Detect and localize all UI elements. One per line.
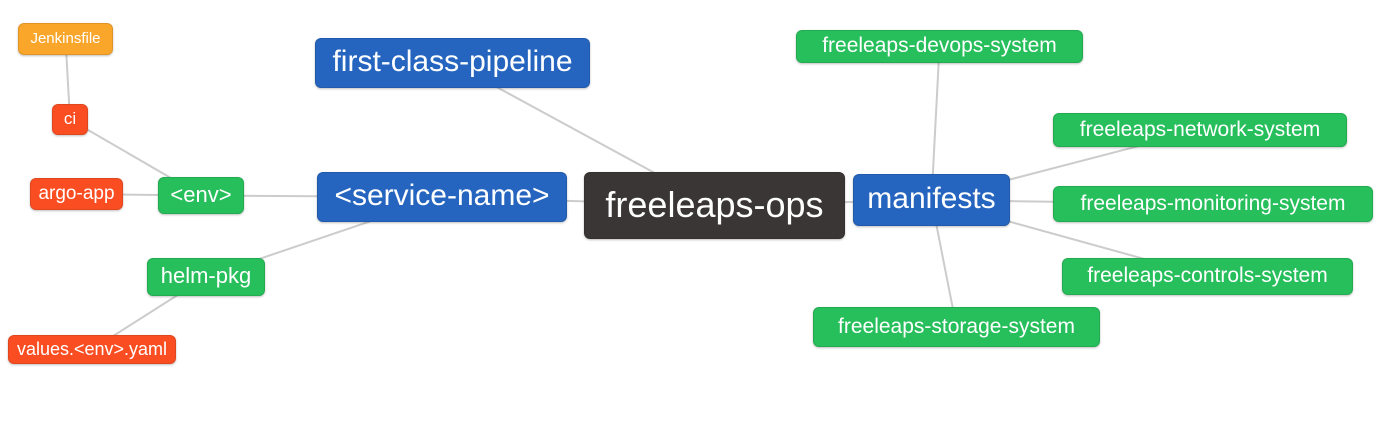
node-label: Jenkinsfile	[30, 29, 101, 47]
node-controls-system[interactable]: freeleaps-controls-system	[1062, 258, 1353, 295]
node-label: argo-app	[38, 182, 115, 204]
node-first-class-pipeline[interactable]: first-class-pipeline	[315, 38, 590, 88]
node-manifests[interactable]: manifests	[853, 174, 1010, 226]
node-service-name[interactable]: <service-name>	[317, 172, 567, 222]
node-label: values.<env>.yaml	[16, 338, 168, 359]
node-env[interactable]: <env>	[158, 177, 244, 214]
node-label: manifests	[867, 182, 996, 215]
node-label: freeleaps-monitoring-system	[1080, 191, 1346, 215]
node-label: freeleaps-controls-system	[1087, 264, 1328, 287]
node-label: freeleaps-devops-system	[822, 34, 1057, 57]
node-values-env-yaml[interactable]: values.<env>.yaml	[8, 335, 176, 364]
node-label: <service-name>	[334, 179, 550, 212]
node-label: freeleaps-ops	[605, 183, 824, 225]
node-label: helm-pkg	[160, 263, 252, 288]
node-label: <env>	[170, 181, 232, 207]
node-storage-system[interactable]: freeleaps-storage-system	[813, 307, 1100, 347]
node-label: freeleaps-storage-system	[838, 314, 1075, 338]
node-devops-system[interactable]: freeleaps-devops-system	[796, 30, 1083, 63]
node-helm-pkg[interactable]: helm-pkg	[147, 258, 265, 296]
node-jenkinsfile[interactable]: Jenkinsfile	[18, 23, 113, 55]
node-label: first-class-pipeline	[332, 45, 573, 78]
node-ci[interactable]: ci	[52, 104, 88, 135]
node-label: ci	[63, 109, 77, 128]
node-label: freeleaps-network-system	[1079, 117, 1321, 141]
node-monitoring-system[interactable]: freeleaps-monitoring-system	[1053, 186, 1373, 222]
node-argo-app[interactable]: argo-app	[30, 178, 123, 210]
node-network-system[interactable]: freeleaps-network-system	[1053, 113, 1347, 147]
node-freeleaps-ops[interactable]: freeleaps-ops	[584, 172, 845, 239]
